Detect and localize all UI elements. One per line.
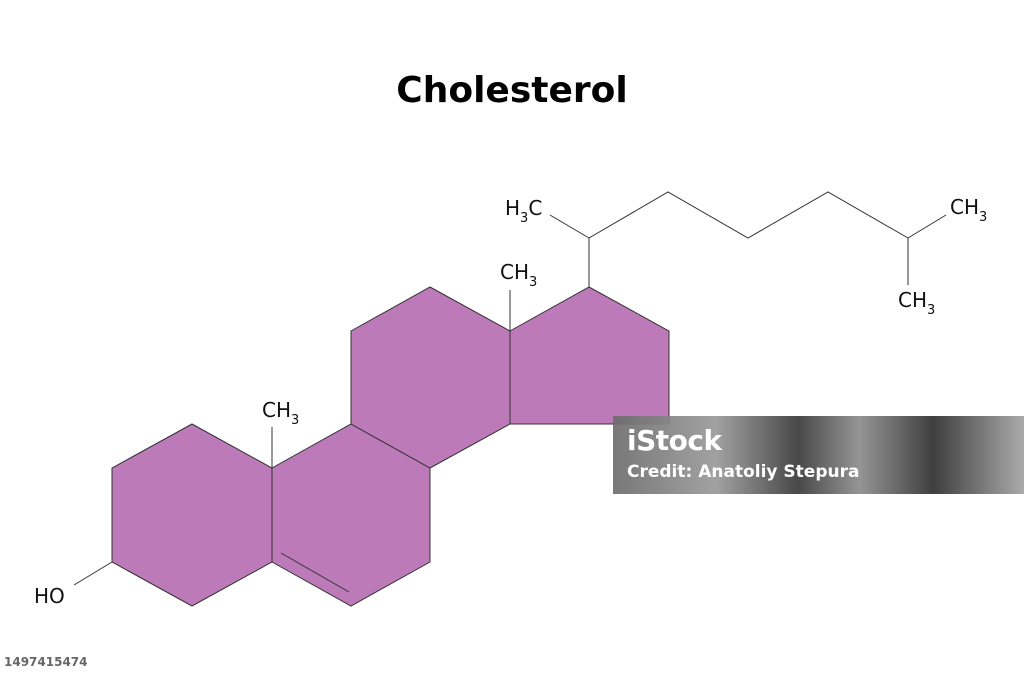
methyl-label-c27: CH3 <box>898 288 935 318</box>
methyl-label-c26: CH3 <box>950 195 987 225</box>
diagram-title: Cholesterol <box>396 70 628 111</box>
photo-credit: Credit: Anatoliy Stepura <box>627 462 860 482</box>
side-chain <box>588 191 909 287</box>
double-bond-line <box>280 552 350 593</box>
hydroxyl-label: HO <box>34 584 65 608</box>
methyl-label-c10: CH3 <box>262 398 299 428</box>
methyl-bond-c21 <box>549 214 590 239</box>
methyl-label-c21: H3C <box>505 196 542 226</box>
ring-a <box>111 423 273 607</box>
istock-logo: iStock <box>627 424 722 457</box>
ring-d <box>509 286 670 425</box>
methyl-label-c13: CH3 <box>500 260 537 290</box>
watermark-banner: iStock Credit: Anatoliy Stepura <box>613 416 1024 494</box>
image-id: 1497415474 <box>0 653 92 671</box>
hydroxyl-bond <box>73 561 113 586</box>
methyl-bond-c26 <box>907 214 947 239</box>
